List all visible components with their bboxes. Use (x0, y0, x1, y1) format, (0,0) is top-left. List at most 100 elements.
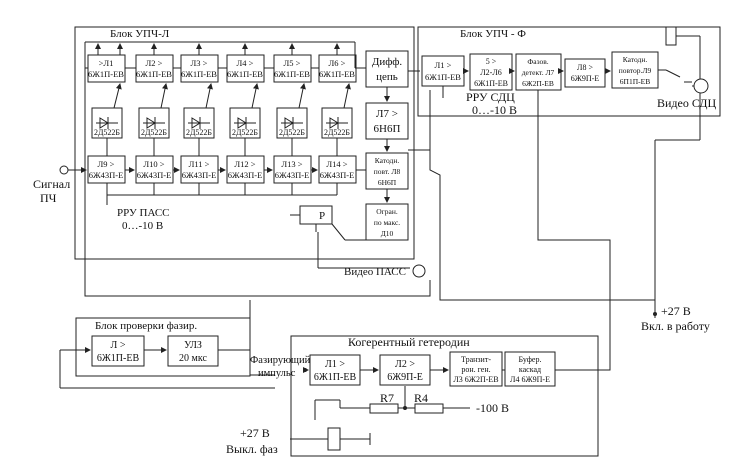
svg-text:Огран.: Огран. (376, 207, 398, 216)
svg-text:6Ж1П-ЕВ: 6Ж1П-ЕВ (136, 69, 172, 79)
power-off-voltage: +27 В (240, 426, 270, 440)
block-upch-f: Блок УПЧ - Ф Л1 > 6Ж1П-ЕВ 5 > Л2-Л6 6Ж1П… (417, 26, 721, 140)
svg-text:6Ж1П-ЕВ: 6Ж1П-ЕВ (181, 69, 217, 79)
svg-text:6Ж1П-ЕВ: 6Ж1П-ЕВ (474, 79, 508, 88)
svg-text:Л >: Л > (111, 340, 126, 351)
svg-text:Л6 >: Л6 > (329, 58, 346, 68)
coherent-transitron: Транзит- рон. ген. Л3 6Ж2П-ЕВ (449, 351, 503, 387)
svg-text:Л3 6Ж2П-ЕВ: Л3 6Ж2П-ЕВ (453, 375, 498, 384)
svg-text:по макс.: по макс. (374, 218, 400, 227)
diode-3: 2Д522Б (183, 107, 215, 139)
phasing-pulse-label-1: Фазирующий (250, 355, 311, 366)
diode-2: 2Д522Б (138, 107, 170, 139)
svg-text:Л1 >: Л1 > (435, 60, 452, 70)
svg-text:6Ж1П-ЕВ: 6Ж1П-ЕВ (319, 69, 355, 79)
svg-text:6Ж2П-ЕВ: 6Ж2П-ЕВ (522, 79, 554, 88)
phasing-pulse-label-2: импульс (258, 368, 296, 379)
svg-text:2Д522Б: 2Д522Б (141, 128, 167, 137)
upch-f-l2-l6: 5 > Л2-Л6 6Ж1П-ЕВ (469, 53, 513, 91)
diode-row: 2Д522Б 2Д522Б 2Д522Б 2Д522 (91, 107, 353, 139)
phase-check-l: Л > 6Ж1П-ЕВ (91, 335, 145, 367)
svg-text:цепь: цепь (376, 71, 398, 83)
block-upch-l-title: Блок УПЧ-Л (110, 28, 170, 40)
svg-text:Д10: Д10 (381, 229, 394, 238)
block-phase-check-title: Блок проверки фазир. (95, 320, 197, 332)
svg-text:2Д522Б: 2Д522Б (186, 128, 212, 137)
upch-f-l8: Л8 > 6Ж9П-Е (564, 58, 606, 88)
svg-text:6Ж1П-ЕВ: 6Ж1П-ЕВ (227, 69, 263, 79)
svg-text:6Ж9П-Е: 6Ж9П-Е (387, 372, 423, 383)
signal-label-2: ПЧ (40, 191, 57, 205)
svg-text:6Ж1П-ЕВ: 6Ж1П-ЕВ (88, 69, 124, 79)
svg-text:6Ж1П-ЕВ: 6Ж1П-ЕВ (97, 353, 140, 364)
stage-l10: Л10 > 6Ж43П-Е (135, 155, 174, 184)
phase-check-delay-line: УЛЗ 20 мкс (167, 335, 219, 367)
svg-text:Л2-Л6: Л2-Л6 (480, 68, 502, 77)
rru-pass-label: РРУ ПАСС (117, 207, 170, 219)
svg-text:Л2 >: Л2 > (146, 58, 163, 68)
svg-text:Дифф.: Дифф. (372, 56, 403, 68)
stage-l5: Л5 > 6Ж1П-ЕВ (273, 54, 312, 83)
svg-text:2Д522Б: 2Д522Б (94, 128, 120, 137)
relay-r: Р (290, 205, 366, 241)
stage-l4: Л4 > 6Ж1П-ЕВ (226, 54, 265, 83)
stage-l13: Л13 > 6Ж43П-Е (273, 155, 312, 184)
svg-text:6Ж43П-Е: 6Ж43П-Е (137, 170, 172, 180)
diode-5: 2Д522Б (276, 107, 308, 139)
svg-text:Л5 >: Л5 > (284, 58, 301, 68)
stage-l14: Л14 > 6Ж43П-Е (318, 155, 357, 184)
svg-text:Л12 >: Л12 > (234, 159, 255, 169)
stage-l2: Л2 > 6Ж1П-ЕВ (135, 54, 174, 83)
svg-text:6Ж43П-Е: 6Ж43П-Е (320, 170, 355, 180)
svg-text:6Ж9П-Е: 6Ж9П-Е (571, 74, 600, 83)
svg-text:Л1 >: Л1 > (325, 359, 345, 370)
rru-pass-range: 0…-10 В (122, 220, 163, 232)
svg-text:Л11 >: Л11 > (189, 159, 210, 169)
resistor-network: R7 R4 -100 В (314, 386, 509, 420)
svg-text:Л4 >: Л4 > (237, 58, 254, 68)
phase-relay (290, 427, 371, 451)
svg-text:2Д522Б: 2Д522Б (232, 128, 258, 137)
coherent-buffer: Буфер. каскад Л4 6Ж9П-Е (504, 351, 556, 387)
svg-text:6Ж1П-ЕВ: 6Ж1П-ЕВ (425, 72, 461, 82)
stage-l3: Л3 > 6Ж1П-ЕВ (180, 54, 219, 83)
coherent-l2: Л2 > 6Ж9П-Е (379, 354, 431, 386)
svg-text:6Н6П: 6Н6П (378, 178, 397, 187)
stage-l9: Л9 > 6Ж43П-Е (87, 155, 126, 184)
video-sdc-output: Видео СДЦ (657, 78, 716, 110)
minus-100v: -100 В (476, 401, 509, 415)
video-pass-label: Видео ПАСС (344, 266, 406, 278)
svg-text:Л3 >: Л3 > (191, 58, 208, 68)
upch-f-l1: Л1 > 6Ж1П-ЕВ (421, 55, 465, 87)
svg-text:6Ж43П-Е: 6Ж43П-Е (89, 170, 124, 180)
svg-text:Катодн.: Катодн. (623, 55, 648, 64)
block-upch-l: Блок УПЧ-Л >Л1 6Ж1П-ЕВ Л2 > 6Ж1П-ЕВ Л3 >… (74, 26, 415, 260)
power-off-label-group: +27 В Выкл. фаз (226, 426, 278, 456)
svg-text:20 мкс: 20 мкс (179, 353, 207, 364)
svg-text:6Ж43П-Е: 6Ж43П-Е (275, 170, 310, 180)
power-on-text: Вкл. в работу (641, 319, 710, 333)
rru-sdc-range: 0…-10 В (472, 103, 517, 117)
video-pass-output: Видео ПАСС (317, 232, 426, 278)
l7-box: Л7 > 6Н6П (365, 102, 409, 140)
svg-text:Транзит-: Транзит- (461, 355, 491, 364)
block-coherent-lo: Когерентный гетеродин Л1 > 6Ж1П-ЕВ Л2 > … (290, 335, 599, 457)
svg-text:6Ж1П-ЕВ: 6Ж1П-ЕВ (314, 372, 357, 383)
svg-text:6Н6П: 6Н6П (374, 123, 401, 135)
power-off-text: Выкл. фаз (226, 442, 278, 456)
stage-l1: >Л1 6Ж1П-ЕВ (87, 54, 126, 83)
block-phase-check: Блок проверки фазир. Л > 6Ж1П-ЕВ УЛЗ 20 … (59, 317, 275, 389)
cathode-l8-box: Катодн. повт. Л8 6Н6П (365, 152, 409, 190)
svg-text:Л8 >: Л8 > (577, 63, 593, 72)
svg-text:Л4 6Ж9П-Е: Л4 6Ж9П-Е (510, 375, 550, 384)
svg-text:>Л1: >Л1 (99, 58, 114, 68)
diode-4: 2Д522Б (229, 107, 261, 139)
svg-text:6Ж1П-ЕВ: 6Ж1П-ЕВ (274, 69, 310, 79)
coherent-l1: Л1 > 6Ж1П-ЕВ (309, 354, 361, 386)
svg-text:рон. ген.: рон. ген. (461, 365, 490, 374)
svg-text:Катодн.: Катодн. (375, 156, 400, 165)
svg-text:6П1П-ЕВ: 6П1П-ЕВ (620, 77, 650, 86)
svg-text:Фазов.: Фазов. (527, 57, 548, 66)
block-coherent-lo-title: Когерентный гетеродин (348, 335, 470, 349)
upch-f-phase-detector: Фазов. детект. Л7 6Ж2П-ЕВ (515, 53, 562, 91)
